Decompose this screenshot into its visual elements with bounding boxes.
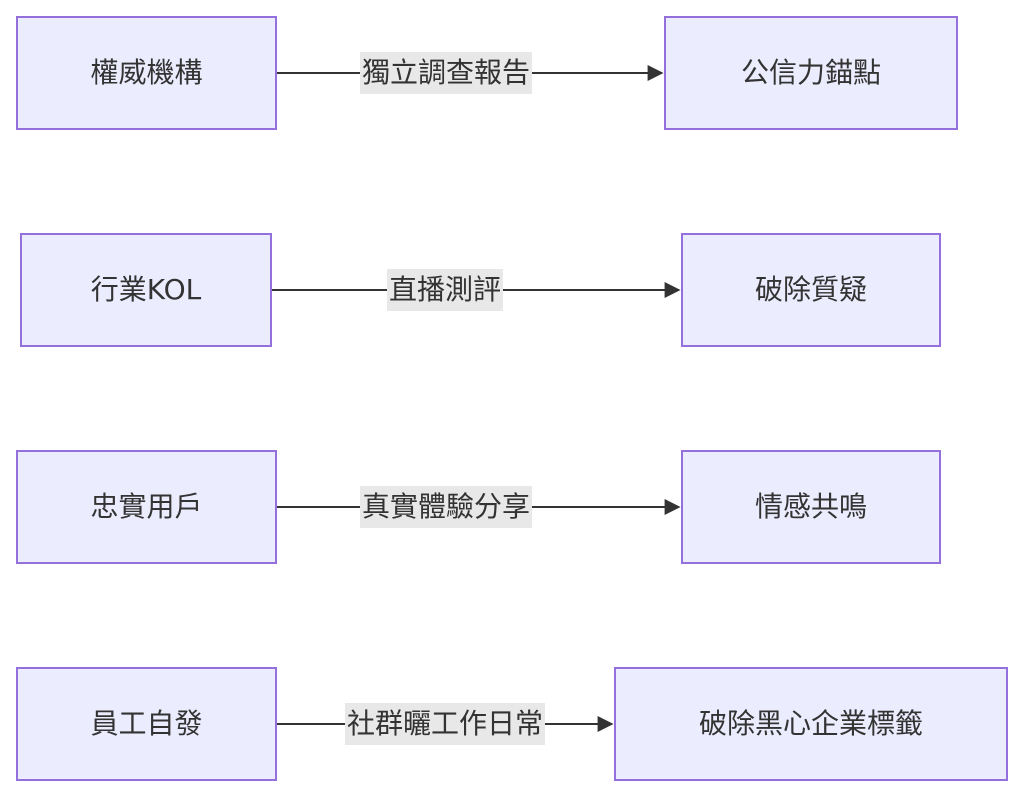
source-node-loyal-users: 忠實用戶 bbox=[16, 450, 277, 564]
source-node-authority: 權威機構 bbox=[16, 16, 277, 130]
target-node-credibility-anchor: 公信力錨點 bbox=[664, 16, 958, 130]
edge-label-livestream-review: 直播測評 bbox=[386, 269, 504, 311]
node-label: 情感共鳴 bbox=[754, 490, 867, 523]
node-label: 權威機構 bbox=[90, 56, 203, 89]
edge-label-experience-sharing: 真實體驗分享 bbox=[359, 486, 533, 528]
node-label: 行業KOL bbox=[90, 273, 202, 306]
source-node-employees: 員工自發 bbox=[16, 667, 277, 781]
edge-label-social-posting: 社群曬工作日常 bbox=[344, 703, 546, 745]
node-label: 破除質疑 bbox=[754, 273, 867, 306]
source-node-industry-kol: 行業KOL bbox=[20, 233, 272, 347]
node-label: 破除黑心企業標籤 bbox=[698, 707, 923, 740]
node-label: 公信力錨點 bbox=[740, 56, 881, 89]
node-label: 員工自發 bbox=[90, 707, 203, 740]
node-label: 忠實用戶 bbox=[90, 490, 203, 523]
target-node-dispel-doubt: 破除質疑 bbox=[681, 233, 941, 347]
target-node-emotional-resonance: 情感共鳴 bbox=[681, 450, 941, 564]
edge-label-investigation-report: 獨立調查報告 bbox=[359, 52, 533, 94]
target-node-remove-label: 破除黑心企業標籤 bbox=[614, 667, 1008, 781]
